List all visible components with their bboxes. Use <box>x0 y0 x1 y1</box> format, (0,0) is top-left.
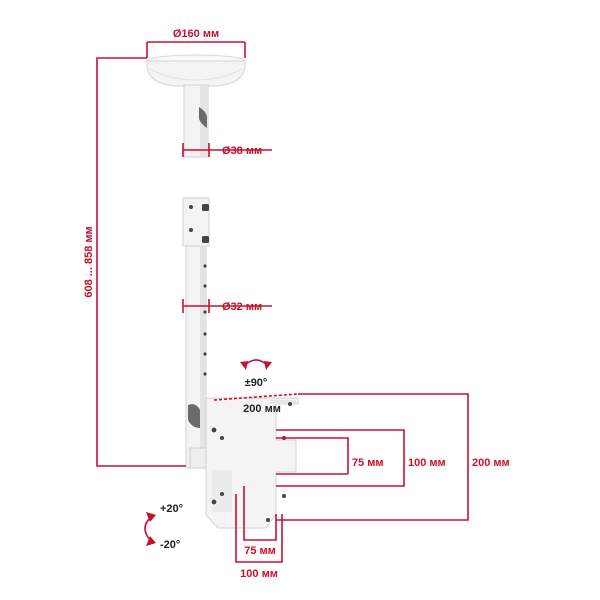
vesa-200-vertical-label: 200 мм <box>472 457 510 469</box>
swivel-label: ±90° <box>245 377 268 389</box>
upper-tube-diameter-label: Ø38 мм <box>222 145 262 157</box>
vesa-75-horizontal-label: 75 мм <box>244 545 276 557</box>
dimension-labels: Ø160 мм Ø38 мм Ø32 мм 608 ... 858 мм 75 … <box>83 28 510 580</box>
base-diameter-label: Ø160 мм <box>173 28 219 40</box>
lower-tube <box>182 197 210 469</box>
height-range-label: 608 ... 858 мм <box>83 226 95 297</box>
dimension-lines <box>96 41 469 563</box>
adjustment-holes <box>189 204 209 376</box>
vesa-100-horizontal-label: 100 мм <box>240 568 278 580</box>
tilt-arrow-icon <box>144 512 156 546</box>
vesa-100-vertical-label: 100 мм <box>408 457 446 469</box>
vesa-top-width-label: 200 мм <box>243 403 281 415</box>
swivel-arrow-icon <box>240 359 272 370</box>
vesa-holes <box>211 402 292 522</box>
lower-tube-diameter-label: Ø32 мм <box>222 301 262 313</box>
mount-body <box>146 54 299 529</box>
upper-tube <box>183 84 209 158</box>
ceiling-plate <box>146 54 246 87</box>
rotation-labels: ±90° +20° -20° <box>160 377 267 551</box>
tilt-down-label: -20° <box>160 539 180 551</box>
vesa-75-vertical-label: 75 мм <box>352 457 384 469</box>
vesa-plate <box>205 397 299 529</box>
tilt-up-label: +20° <box>160 503 183 515</box>
